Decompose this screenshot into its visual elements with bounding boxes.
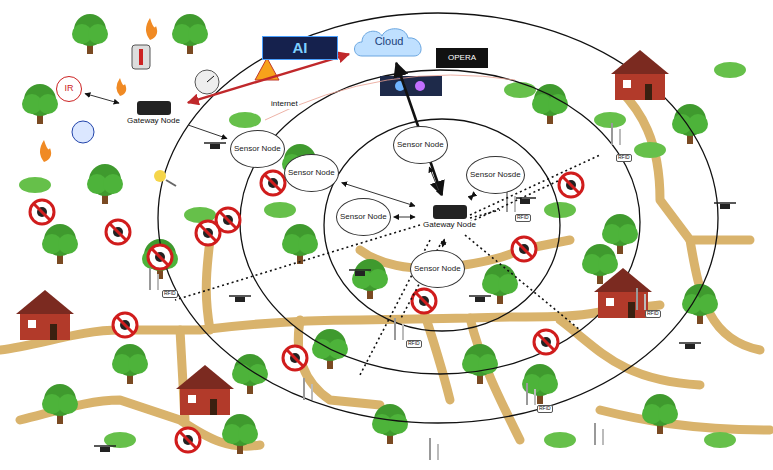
ir-sensor: IR: [56, 76, 82, 102]
connector-arrow: [429, 167, 440, 195]
connector-arrow: [471, 195, 473, 197]
antennas: [150, 123, 645, 460]
trees: [22, 14, 718, 454]
roads: [0, 90, 770, 446]
sensor-node: Sensor Node: [393, 126, 448, 164]
node-text: Gateway Node: [422, 221, 477, 229]
node-text: Sensor Node: [288, 169, 335, 177]
node-text: Cloud: [375, 36, 404, 48]
rfid-tag: RFID: [515, 214, 531, 222]
connector-arrow: [188, 125, 227, 139]
sensor-node: Sensor Node: [284, 154, 339, 192]
bushes: [19, 62, 746, 448]
sensor-node: Sensor Node: [230, 130, 285, 168]
sensor-icons: [40, 18, 515, 186]
dotted-links: [175, 155, 600, 375]
sensor-node: Sensor Node: [336, 198, 391, 236]
node-text: Gateway Node: [126, 117, 181, 125]
node-text: Sensor Node: [397, 141, 444, 149]
coverage-rings: [158, 13, 718, 423]
cloud-shape: Cloud: [352, 24, 426, 60]
router-icon: [433, 205, 467, 219]
rfid-tag: RFID: [537, 405, 553, 413]
node-text: OPERA: [448, 54, 476, 62]
connector-arrow: [188, 54, 349, 103]
connector-arrow: [85, 94, 119, 104]
no-entry-signs: [30, 171, 583, 452]
gateway-node: Gateway Node: [122, 96, 185, 130]
node-text: Sensor Node: [414, 265, 461, 273]
opera-logo: OPERA: [436, 48, 488, 68]
node-text: IR: [65, 84, 74, 93]
gateway-node: Gateway Node: [418, 198, 481, 236]
node-text: AI: [293, 40, 308, 56]
houses: [16, 50, 669, 415]
sensor-node: Sensor Node: [410, 250, 465, 288]
node-text: Sensor Node: [234, 145, 281, 153]
drones: [94, 143, 736, 452]
rfid-tag: RFID: [616, 154, 632, 162]
ai-logo: AI: [262, 36, 338, 60]
rfid-tag: RFID: [162, 290, 178, 298]
network-label: internet: [270, 100, 299, 109]
router-icon: [137, 101, 171, 115]
rfid-tag: RFID: [645, 310, 661, 318]
node-text: Sensor Node: [340, 213, 387, 221]
node-text: Sensor Nosde: [470, 171, 521, 179]
rfid-tag: RFID: [406, 340, 422, 348]
connector-arrow: [442, 239, 444, 247]
connector-arrow: [394, 217, 415, 218]
sensor-node: Sensor Nosde: [466, 156, 525, 194]
